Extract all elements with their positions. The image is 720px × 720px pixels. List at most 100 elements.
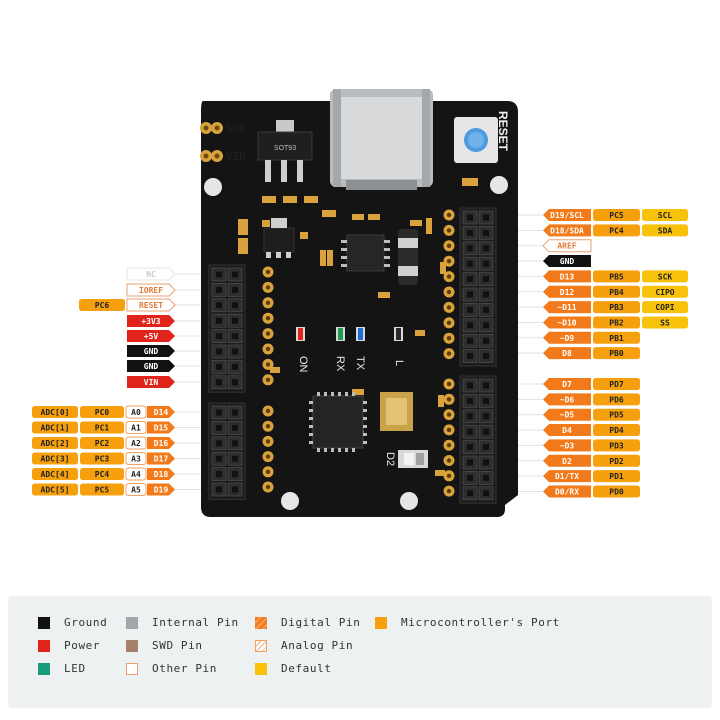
legend-label: Internal Pin [152,616,239,629]
reset-label: RESET [496,111,510,152]
right-pin-label: D2 [543,454,591,467]
right-func-label-text: COPI [655,303,674,312]
legend-label: Power [64,639,101,652]
analog-port-label: PC3 [80,452,124,465]
right-port-label-shape [593,285,640,298]
led-on-label: ON [297,356,309,373]
right-func-label-shape [642,301,688,314]
analog-pin-label: A4 [125,467,147,481]
analog-pin-label: A3 [125,452,147,465]
right-pin-label: D12 [543,285,591,298]
analog-adc-label-shape [32,483,78,496]
left-pin-3v3: +3V3 [127,315,175,327]
right-func-label-shape [642,270,688,283]
right-port-label-text: PD5 [609,411,624,420]
right-port-label-shape [593,439,640,452]
right-pin-label: ~D11 [543,301,591,314]
analog-pin-label-shape [125,452,147,465]
right-port-label-text: PB5 [609,272,624,281]
right-port-label: PD7 [593,378,640,390]
right-pin-label-shape [543,378,591,390]
analog-port-label-text: PC1 [95,424,110,433]
right-func-label-shape [642,209,688,221]
right-port-label: PB4 [593,285,640,298]
right-pin-label-shape [543,408,591,421]
right-port-label-shape [593,424,640,437]
analog-digital-label-shape [147,437,175,449]
right-port-label-shape [593,454,640,467]
mounting-hole [281,492,299,510]
left-analog-pads [262,405,274,493]
left-power-pads [262,266,274,386]
legend-item-swd: SWD Pin [126,639,203,652]
board: GND VIN SOT93 RESET [200,89,518,517]
left-pin-port-text: PC6 [95,301,110,310]
right-port-label-text: PD2 [609,457,624,466]
right-func-label-text: SS [660,318,670,327]
analog-pin-label-shape [125,467,147,481]
right-pin-label-shape [543,393,591,406]
analog-digital-label-text: D17 [154,455,169,464]
left-pin-nc-shape [126,267,176,281]
left-pin-gnd: GND [127,345,175,357]
right-port-label: PD4 [593,424,640,437]
led-tx-label: TX [354,356,366,371]
right-pin-label-text: ~D3 [560,441,575,450]
diode-label: D2 [384,452,396,466]
analog-pin-label-text: A5 [131,486,141,495]
right-port-label: PD1 [593,470,640,483]
analog-digital-label: D15 [147,421,175,434]
pad-gnd-label: GND [226,122,246,135]
inductor [398,229,418,285]
analog-port-label-shape [80,437,124,449]
analog-adc-label-shape [32,406,78,418]
left-power-header [208,264,246,393]
analog-digital-label-text: D18 [154,470,169,479]
right-port-label: PB0 [593,347,640,360]
legend-label: Default [281,662,332,675]
analog-adc-label: ADC[0] [32,406,78,418]
legend-label: Ground [64,616,108,629]
analog-adc-label-text: ADC[2] [41,439,70,448]
legend-item-analog: Analog Pin [255,639,353,652]
right-bottom-pads [443,378,455,497]
left-pin-reset-shape [126,298,176,312]
legend-item-other: Other Pin [126,662,217,675]
analog-adc-label: ADC[2] [32,437,78,449]
right-port-label: PD0 [593,485,640,498]
left-pin-5v: +5V [127,330,175,342]
right-pin-label: ~D10 [543,316,591,329]
analog-adc-label-shape [32,452,78,465]
analog-port-label: PC5 [80,483,124,496]
analog-adc-label: ADC[1] [32,421,78,434]
left-pin-3v3-shape [127,315,175,327]
legend-swatch [375,616,387,629]
left-pin-5v-shape [127,330,175,342]
mounting-hole [400,492,418,510]
left-pin-ioref-text: IOREF [139,286,163,295]
right-pin-label-shape [543,485,591,498]
analog-adc-label-text: ADC[4] [41,470,70,479]
legend-item-power: Power [38,639,100,652]
right-port-label: PD2 [593,454,640,467]
right-pin-label-text: ~D9 [560,334,575,343]
right-top-pads [443,209,455,360]
legend-label: SWD Pin [152,639,203,652]
right-pin-label: ~D6 [543,393,591,406]
right-func-label-shape [642,285,688,298]
analog-port-label-shape [80,406,124,418]
right-pin-label-shape [543,255,591,268]
right-pin-label: D8 [543,347,591,360]
right-port-label-shape [593,209,640,221]
right-port-label: PB1 [593,331,640,344]
analog-adc-label: ADC[3] [32,452,78,465]
right-port-label-text: PD1 [609,472,624,481]
right-func-label: CIPO [642,285,688,298]
right-port-label-shape [593,393,640,406]
right-pin-label: D18/SDA [543,224,591,237]
reset-button[interactable] [454,117,498,163]
legend-item-internal: Internal Pin [126,616,239,629]
right-func-label: SS [642,316,688,329]
analog-port-label-text: PC3 [95,455,110,464]
analog-digital-label: D18 [147,468,175,480]
